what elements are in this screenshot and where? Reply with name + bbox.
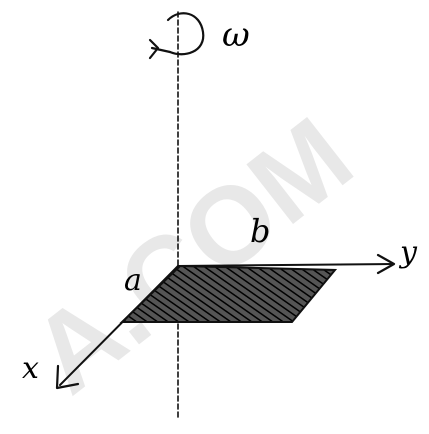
- omega-label: ω: [222, 15, 250, 55]
- rotation-arrowhead: [148, 38, 160, 60]
- rotation-arrow: [166, 12, 205, 56]
- y-axis-arrowhead: [376, 253, 396, 275]
- x-axis: [59, 265, 179, 386]
- x-axis-arrowhead: [55, 364, 80, 390]
- y-axis-label: y: [398, 235, 418, 270]
- y-axis: [177, 263, 393, 267]
- rotation-arrow-tail: [150, 46, 172, 54]
- a-label: a: [124, 263, 142, 298]
- b-label: b: [250, 212, 270, 250]
- x-axis-label: x: [22, 351, 39, 386]
- watermark-text: A.COM: [10, 94, 375, 417]
